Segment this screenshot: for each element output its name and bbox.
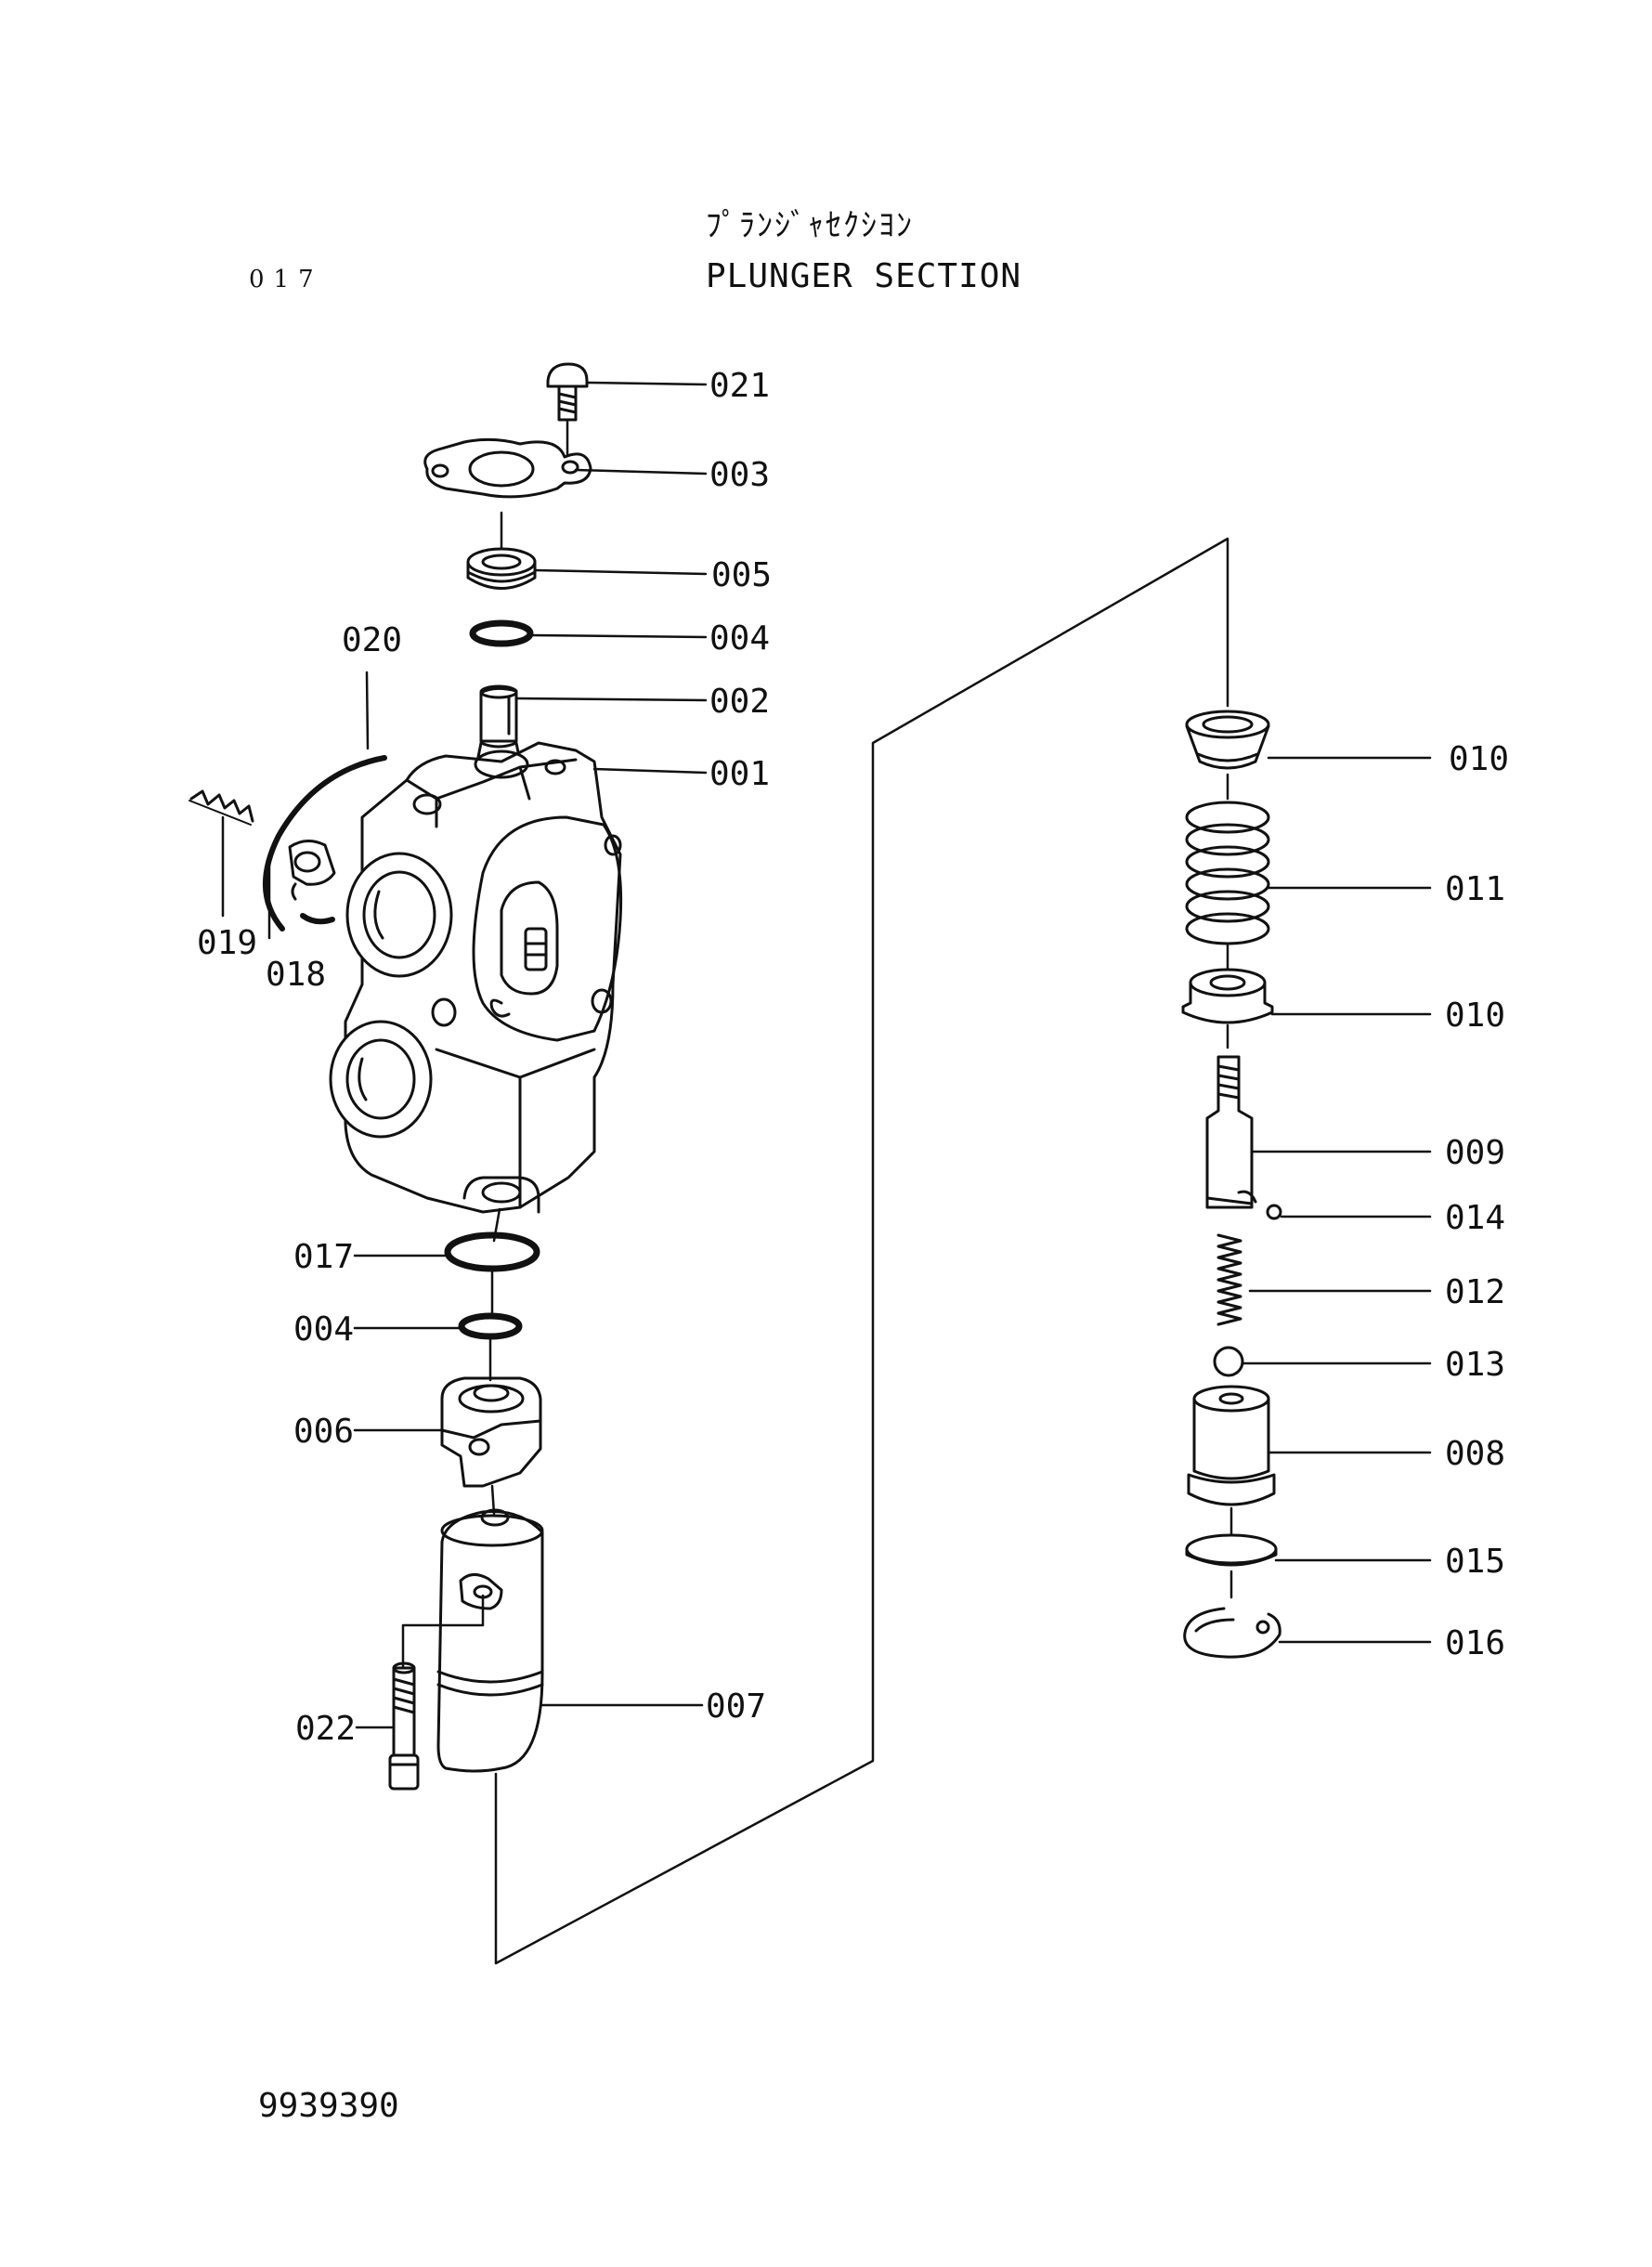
- part-019-spring: [189, 791, 253, 825]
- part-010-seat-lower: [1183, 970, 1272, 1023]
- callout-006: 006: [293, 1413, 355, 1451]
- part-004-o-ring-upper: [473, 623, 530, 644]
- callout-015: 015: [1445, 1543, 1506, 1581]
- part-001-valve-body: [331, 743, 621, 1212]
- part-017-o-ring: [448, 1235, 537, 1269]
- callout-019: 019: [197, 924, 258, 962]
- callout-010-lower: 010: [1445, 997, 1506, 1035]
- part-008-plug: [1189, 1387, 1274, 1505]
- part-003-flange-plate: [425, 439, 591, 496]
- part-016-snap-ring: [1185, 1609, 1281, 1657]
- part-005-cap: [468, 549, 535, 589]
- part-015-washer: [1187, 1535, 1276, 1565]
- callout-021: 021: [709, 367, 771, 405]
- part-010-seat-upper: [1187, 711, 1268, 768]
- part-011-spring: [1187, 802, 1268, 944]
- callout-002: 002: [709, 683, 771, 721]
- part-018-small-ring: [303, 916, 332, 921]
- part-013-ball: [1215, 1348, 1242, 1375]
- page-number: 017: [249, 266, 323, 293]
- callout-005: 005: [711, 556, 773, 594]
- callout-022: 022: [295, 1710, 357, 1748]
- callout-016: 016: [1445, 1624, 1506, 1662]
- callout-017: 017: [293, 1238, 355, 1276]
- part-018-plug: [290, 840, 334, 899]
- callout-011: 011: [1445, 870, 1506, 908]
- part-022-bolt: [390, 1663, 418, 1789]
- callout-012: 012: [1445, 1273, 1506, 1311]
- part-021-screw: [548, 364, 587, 420]
- part-004-o-ring-lower: [462, 1316, 519, 1336]
- part-012-spring: [1218, 1235, 1241, 1324]
- callout-001: 001: [709, 755, 771, 793]
- part-014-ball: [1268, 1205, 1281, 1218]
- callout-009: 009: [1445, 1134, 1506, 1172]
- title-japanese: ﾌﾟﾗﾝｼﾞｬｾｸｼﾖﾝ: [706, 207, 914, 244]
- part-020-retaining-ring: [266, 758, 384, 929]
- part-007-housing: [438, 1510, 542, 1771]
- part-006-housing: [442, 1378, 540, 1486]
- left-centerlines: [403, 420, 1228, 1963]
- callout-013: 013: [1445, 1346, 1506, 1384]
- callout-014: 014: [1445, 1199, 1506, 1237]
- callout-007: 007: [706, 1687, 767, 1726]
- callout-003: 003: [709, 456, 771, 494]
- callout-010-upper: 010: [1449, 740, 1510, 778]
- callout-004-upper: 004: [709, 619, 771, 658]
- part-009-stem: [1207, 1057, 1255, 1207]
- title-english: PLUNGER SECTION: [706, 257, 1022, 295]
- callout-004-lower: 004: [293, 1310, 355, 1348]
- callout-020: 020: [342, 621, 403, 659]
- callout-018: 018: [266, 956, 327, 994]
- document-number: 9939390: [258, 2087, 399, 2125]
- callout-008: 008: [1445, 1435, 1506, 1473]
- leader-lines: [223, 383, 1430, 1727]
